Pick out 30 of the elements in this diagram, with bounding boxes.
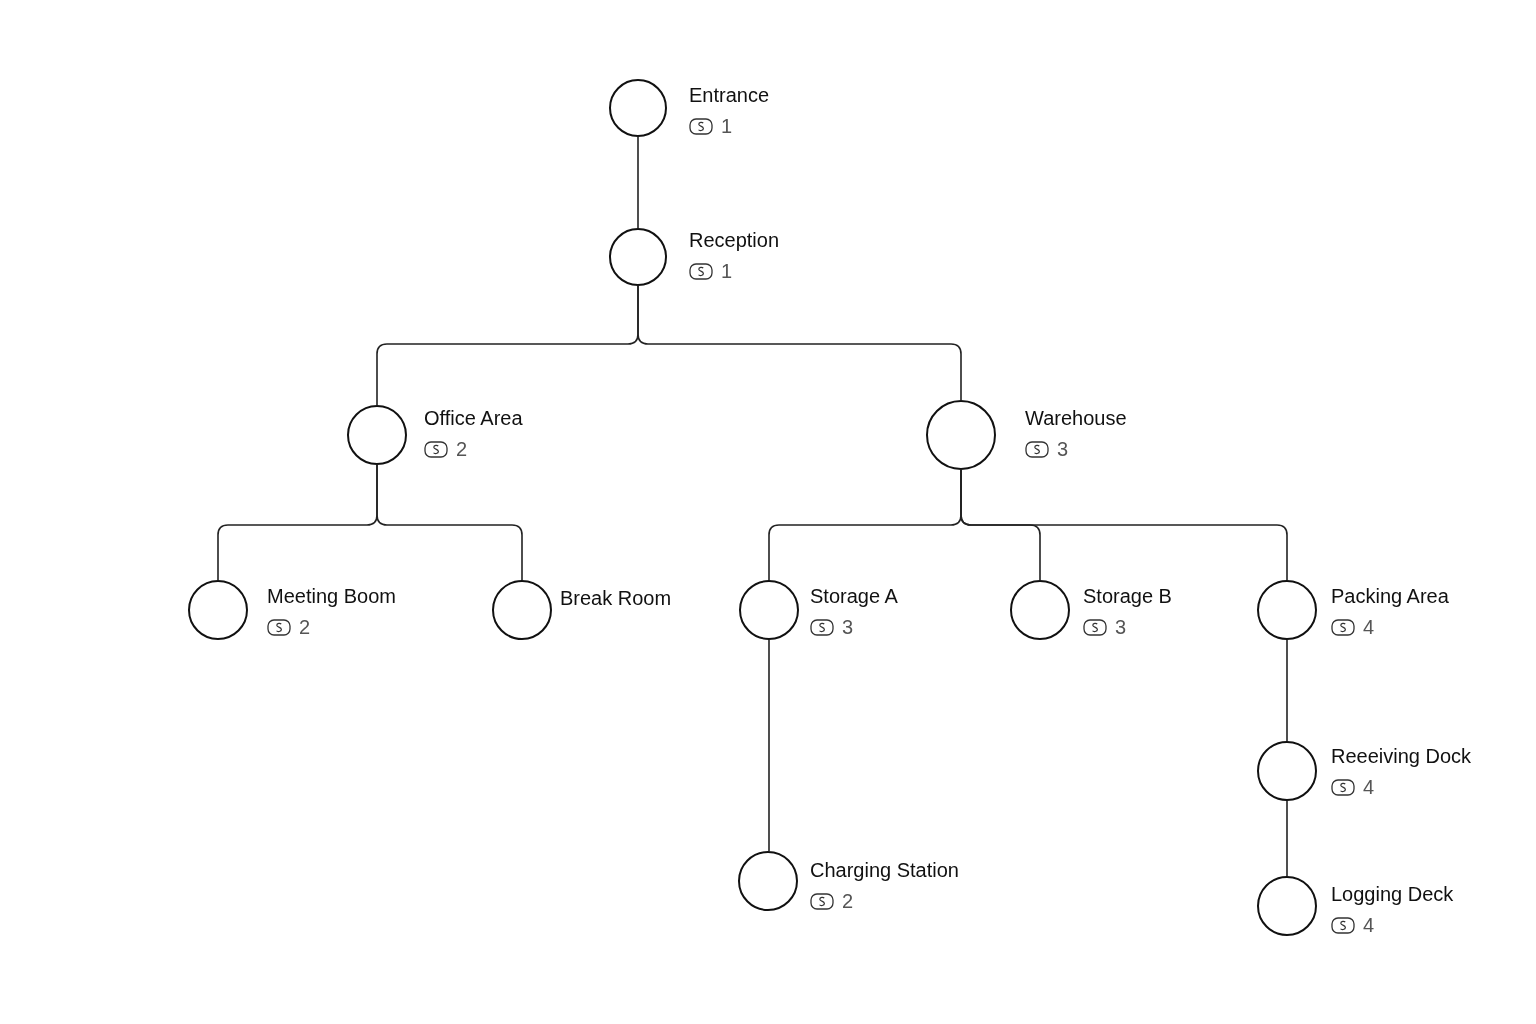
level-number: 1 <box>721 114 733 138</box>
location-name: Reception <box>689 228 780 253</box>
level-number: 4 <box>1363 913 1375 937</box>
connector-line <box>768 639 770 852</box>
location-name: Warehouse <box>1025 406 1127 431</box>
location-name: Reeeiving Dock <box>1331 744 1472 769</box>
level-number: 3 <box>1115 615 1127 639</box>
level-number: 2 <box>456 437 468 461</box>
location-name: Meeting Boom <box>267 584 396 609</box>
connector-line <box>376 464 523 581</box>
location-name: Entrance <box>689 83 770 108</box>
location-name: Charging Station <box>810 858 959 883</box>
level-number: 2 <box>299 615 311 639</box>
connector-line <box>960 469 1288 581</box>
level-number: 1 <box>721 259 733 283</box>
level-number: 3 <box>1057 437 1069 461</box>
connector-line <box>1286 800 1288 877</box>
location-name: Storage B <box>1083 584 1172 609</box>
location-name: Office Area <box>424 406 523 431</box>
level-number: 4 <box>1363 775 1375 799</box>
level-number: 2 <box>842 889 854 913</box>
connector-line <box>637 285 962 401</box>
location-name: Storage A <box>810 584 898 609</box>
connector-line <box>1286 639 1288 742</box>
level-number: 3 <box>842 615 854 639</box>
connector-line <box>637 136 639 229</box>
location-name: Break Room <box>560 586 672 611</box>
location-name: Packing Area <box>1331 584 1449 609</box>
location-name: Logging Deck <box>1331 882 1454 907</box>
level-number: 4 <box>1363 615 1375 639</box>
